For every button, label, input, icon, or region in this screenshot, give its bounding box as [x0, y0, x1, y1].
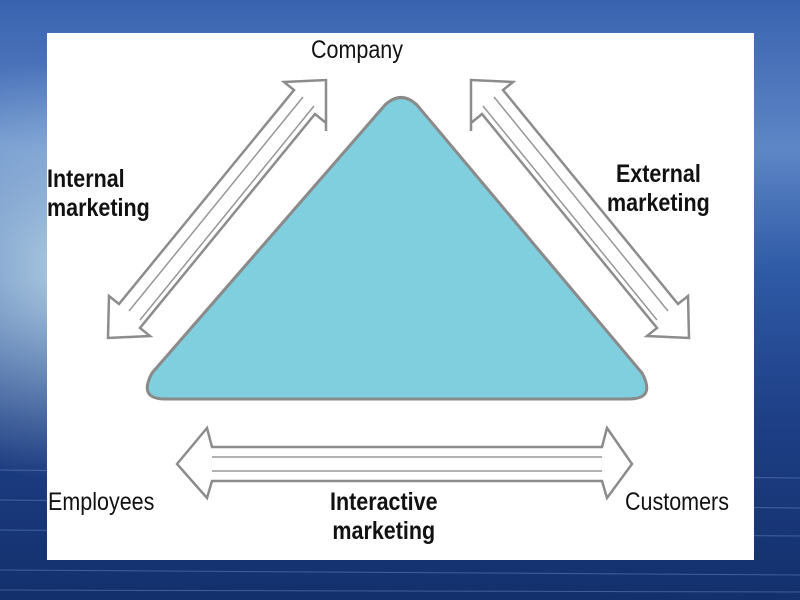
external-marketing-label: External marketing	[607, 160, 710, 218]
services-triangle	[145, 96, 649, 401]
internal-label-line1: Internal	[47, 165, 125, 193]
interactive-label-line2: marketing	[332, 516, 436, 545]
internal-marketing-label: Internal marketing	[47, 165, 150, 223]
interactive-marketing-double-arrow	[175, 425, 634, 501]
company-label: Company	[311, 36, 403, 65]
internal-label-line2: marketing	[47, 193, 150, 222]
interactive-label-line1: Interactive	[330, 488, 438, 516]
customers-text: Customers	[625, 488, 729, 516]
company-text: Company	[311, 36, 404, 64]
marketing-triangle-diagram	[106, 78, 691, 501]
interactive-marketing-label: Interactive marketing	[330, 488, 438, 546]
external-label-line2: marketing	[607, 188, 710, 217]
internal-marketing-double-arrow	[106, 78, 328, 340]
customers-label: Customers	[625, 488, 729, 517]
external-marketing-double-arrow	[469, 78, 691, 340]
employees-text: Employees	[48, 488, 155, 516]
external-label-line1: External	[615, 160, 701, 188]
employees-label: Employees	[48, 488, 154, 517]
diagram-panel: Company Internal marketing External mark…	[47, 33, 754, 560]
